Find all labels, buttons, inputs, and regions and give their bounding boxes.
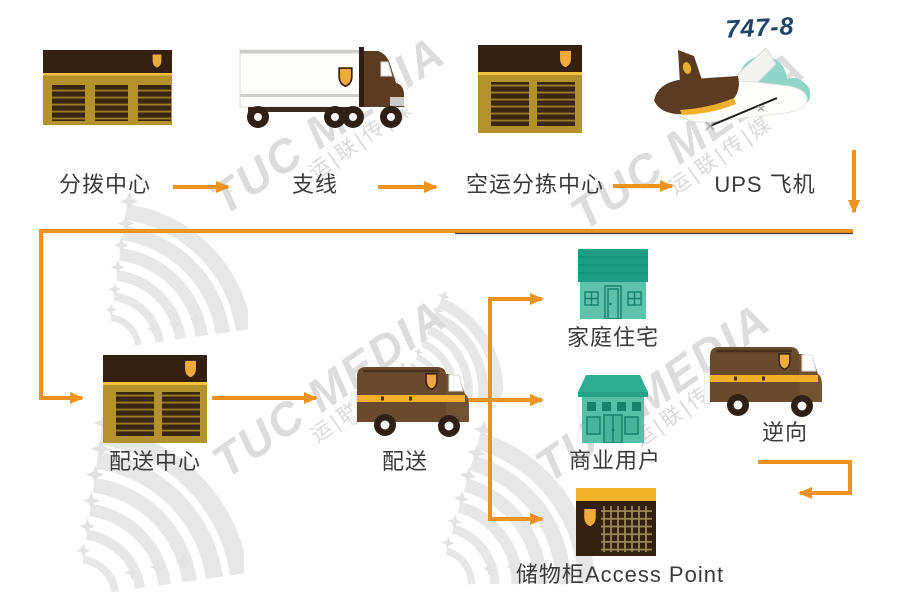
plane-model-annotation: 747-8 bbox=[724, 12, 796, 44]
label-plane: UPS 飞机 bbox=[714, 172, 816, 197]
arrow-reverse-path bbox=[758, 460, 852, 499]
locker-icon bbox=[576, 488, 656, 556]
semi-truck-icon bbox=[239, 47, 404, 128]
cargo-plane-icon bbox=[654, 47, 810, 131]
package-truck-icon bbox=[351, 362, 469, 438]
label-feeder: 支线 bbox=[291, 172, 338, 197]
label-hub: 分拨中心 bbox=[58, 172, 151, 197]
warehouse-2door-icon bbox=[478, 45, 582, 133]
label-dc: 配送中心 bbox=[108, 449, 201, 474]
label-delivery: 配送 bbox=[381, 449, 428, 474]
label-reverse: 逆向 bbox=[761, 420, 808, 445]
label-airsort: 空运分拣中心 bbox=[465, 172, 604, 197]
label-home: 家庭住宅 bbox=[566, 325, 659, 350]
house-icon bbox=[578, 249, 648, 319]
arrow-branch-to-locker bbox=[488, 400, 544, 525]
arrow-branch-to-home bbox=[488, 293, 544, 400]
label-locker: 储物柜Access Point bbox=[515, 562, 725, 587]
warehouse-2door-icon bbox=[103, 355, 207, 443]
label-business: 商业用户 bbox=[568, 448, 661, 473]
package-truck-icon bbox=[704, 342, 822, 418]
storefront-icon bbox=[578, 375, 648, 443]
arrow-return-to-dc bbox=[39, 229, 853, 404]
warehouse-3door-icon bbox=[43, 50, 172, 125]
